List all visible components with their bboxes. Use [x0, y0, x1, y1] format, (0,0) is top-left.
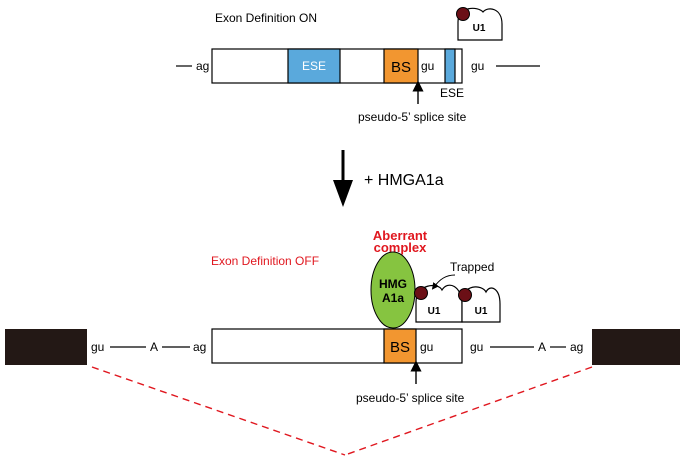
- trapped-label: Trapped: [450, 260, 494, 274]
- exon-definition-on-title: Exon Definition ON: [215, 11, 317, 25]
- bottom-a-left-label: A: [150, 340, 158, 354]
- aberrant-label-line2: complex: [374, 240, 428, 255]
- bottom-ag-left-label: ag: [193, 340, 206, 354]
- bottom-pseudo-label: pseudo-5’ splice site: [356, 391, 465, 405]
- bottom-u1-dot-a: [414, 286, 428, 300]
- top-gu-in-exon-label: gu: [421, 59, 434, 73]
- top-ag-label: ag: [196, 59, 209, 73]
- top-bs-label: BS: [391, 59, 411, 76]
- top-ese-box: [287, 48, 341, 84]
- bottom-a-right-label: A: [538, 340, 546, 354]
- bottom-gu-in-exon-label: gu: [420, 340, 433, 354]
- exon-definition-off-title: Exon Definition OFF: [211, 254, 319, 268]
- bottom-bs-label: BS: [390, 339, 410, 356]
- top-ese-label: ESE: [302, 59, 326, 73]
- bottom-gu-left-label: gu: [91, 340, 104, 354]
- transition-arrow-head: [333, 180, 353, 207]
- bottom-gu-right-label: gu: [470, 340, 483, 354]
- top-bs-box: [383, 48, 419, 84]
- splice-dashed-line-left: [91, 366, 346, 456]
- top-u1-label: U1: [473, 23, 486, 34]
- bottom-ag-right-label: ag: [570, 340, 583, 354]
- splice-dashed-line-right: [344, 366, 593, 456]
- aberrant-label-line1: Aberrant: [373, 228, 428, 243]
- bottom-u1-label-b: U1: [475, 306, 488, 317]
- top-u1-dot: [456, 7, 470, 21]
- left-flanking-exon: [5, 329, 87, 365]
- bottom-u1-dot-b: [458, 288, 472, 302]
- top-ese-small-label: ESE: [440, 86, 464, 100]
- bottom-u1-label-a: U1: [428, 306, 441, 317]
- right-flanking-exon: [592, 329, 680, 365]
- hmga1a-label-line2: A1a: [382, 291, 404, 305]
- top-gu-right-label: gu: [471, 59, 484, 73]
- top-ese-small-box: [444, 48, 456, 84]
- bottom-bs-box: [383, 328, 417, 364]
- top-pseudo-label: pseudo-5’ splice site: [358, 110, 467, 124]
- bottom-exon-box: [211, 328, 463, 364]
- transition-label: + HMGA1a: [364, 172, 444, 189]
- hmga1a-label-line1: HMG: [379, 277, 407, 291]
- trapped-curved-arrow: [431, 274, 456, 290]
